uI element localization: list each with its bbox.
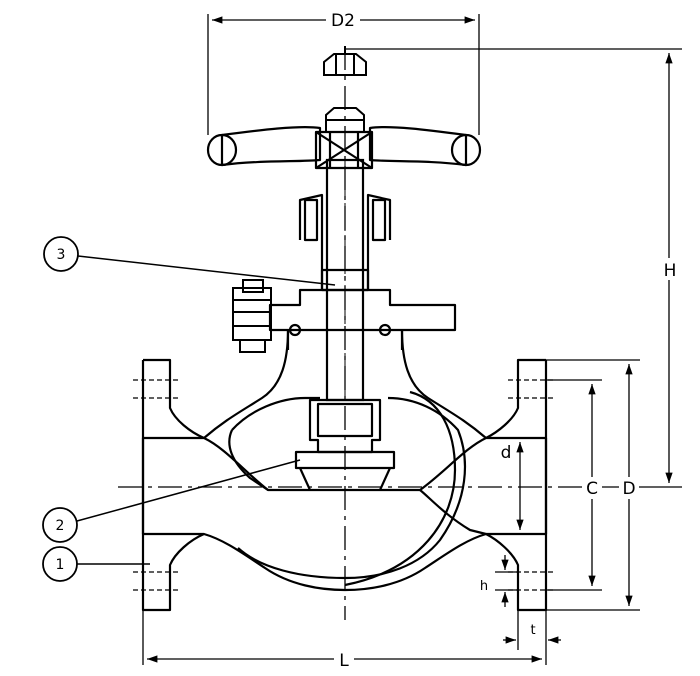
dim-label-h-small: h xyxy=(480,579,488,594)
callout-3-label: 3 xyxy=(57,247,66,263)
top-nut xyxy=(323,46,367,132)
callout-1: 1 xyxy=(42,546,150,582)
dimension-labels: D2 H d C D h t L xyxy=(326,8,680,671)
dim-label-d: D xyxy=(622,479,635,499)
dim-label-d-small: d xyxy=(501,443,512,463)
dim-label-t: t xyxy=(530,623,535,638)
bonnet-bolt xyxy=(232,279,272,353)
callout-2-label: 2 xyxy=(56,518,65,534)
dim-label-c: C xyxy=(586,479,598,499)
callout-3: 3 xyxy=(43,236,336,286)
valve-body xyxy=(141,329,548,612)
dim-label-h: H xyxy=(664,261,677,281)
callout-2: 2 xyxy=(42,459,301,543)
center-lines xyxy=(118,46,570,620)
disc xyxy=(294,398,396,491)
callout-1-label: 1 xyxy=(56,557,65,573)
bonnet xyxy=(268,288,457,350)
handwheel xyxy=(206,125,482,170)
stem xyxy=(325,158,365,402)
dimension-lines xyxy=(142,14,682,665)
dim-label-l: L xyxy=(339,651,349,671)
dim-label-d2: D2 xyxy=(331,11,355,31)
